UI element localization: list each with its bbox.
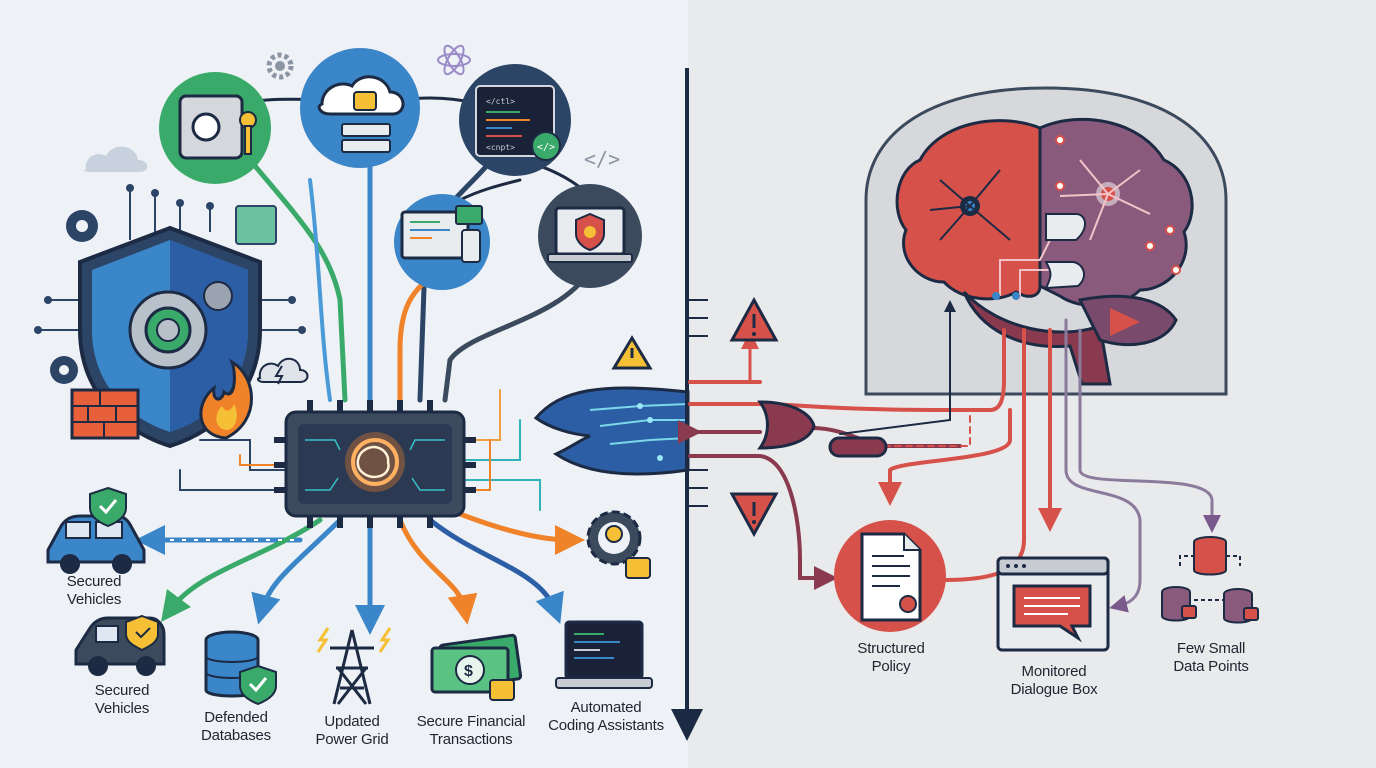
cloud-bolt-icon bbox=[256, 357, 309, 385]
brain-icon bbox=[895, 117, 1194, 386]
central-ai-chip bbox=[274, 400, 476, 528]
fire-icon bbox=[199, 358, 253, 440]
label-monitored-dialogue-box: Monitored Dialogue Box bbox=[1010, 663, 1098, 698]
code-tag-2: <cnpt> bbox=[486, 143, 515, 152]
code-window-node: </ctl> <cnpt> </> bbox=[459, 64, 571, 176]
warning-icon-lower bbox=[729, 492, 779, 538]
label-automated-coding-assistants: Automated Coding Assistants bbox=[548, 699, 664, 734]
laptop-bug-node bbox=[538, 184, 642, 288]
code-tag-1: </ctl> bbox=[486, 97, 515, 106]
gear-icon-left bbox=[50, 210, 98, 384]
gear-icon bbox=[266, 52, 294, 80]
data-stream-wave bbox=[533, 386, 690, 476]
svg-text:$: $ bbox=[464, 663, 473, 680]
secured-car-icon bbox=[46, 486, 146, 574]
logic-gate bbox=[757, 400, 888, 458]
label-secure-financial-transactions: Secure Financial Transactions bbox=[416, 713, 526, 748]
label-updated-power-grid: Updated Power Grid bbox=[315, 713, 389, 748]
label-structured-policy: Structured Policy bbox=[857, 640, 925, 675]
monitored-dialogue-icon bbox=[996, 556, 1110, 652]
label-few-small-data-points: Few Small Data Points bbox=[1173, 640, 1249, 675]
warning-icon-upper bbox=[729, 296, 779, 342]
safe-key-node bbox=[159, 72, 271, 184]
code-tag-3: </> bbox=[537, 142, 555, 153]
desktop-mobile-node bbox=[394, 194, 490, 290]
firewall-icon bbox=[70, 388, 140, 440]
secured-truck-icon bbox=[74, 614, 166, 676]
atom-icon bbox=[437, 44, 471, 76]
cloud-icon bbox=[84, 146, 148, 172]
timeline-divider-arrow bbox=[671, 68, 708, 741]
database-shield-icon bbox=[204, 630, 277, 706]
power-tower-icon bbox=[316, 627, 392, 705]
circuit-chip-icon bbox=[235, 205, 277, 245]
warning-icon-left bbox=[611, 335, 653, 370]
money-lock-icon: $ bbox=[430, 633, 523, 701]
label-secured-vehicles-1: Secured Vehicles bbox=[66, 573, 122, 608]
data-points-icon bbox=[1161, 536, 1259, 624]
label-defended-databases: Defended Databases bbox=[201, 709, 271, 744]
cloud-lock-node bbox=[300, 48, 420, 168]
laptop-code-icon bbox=[555, 620, 653, 689]
label-secured-vehicles-2: Secured Vehicles bbox=[94, 682, 150, 717]
code-brackets-icon: </> bbox=[584, 147, 620, 171]
right-connection-lines bbox=[678, 300, 1221, 613]
structured-policy-icon bbox=[834, 520, 946, 632]
gear-bulb-icon bbox=[586, 510, 651, 579]
